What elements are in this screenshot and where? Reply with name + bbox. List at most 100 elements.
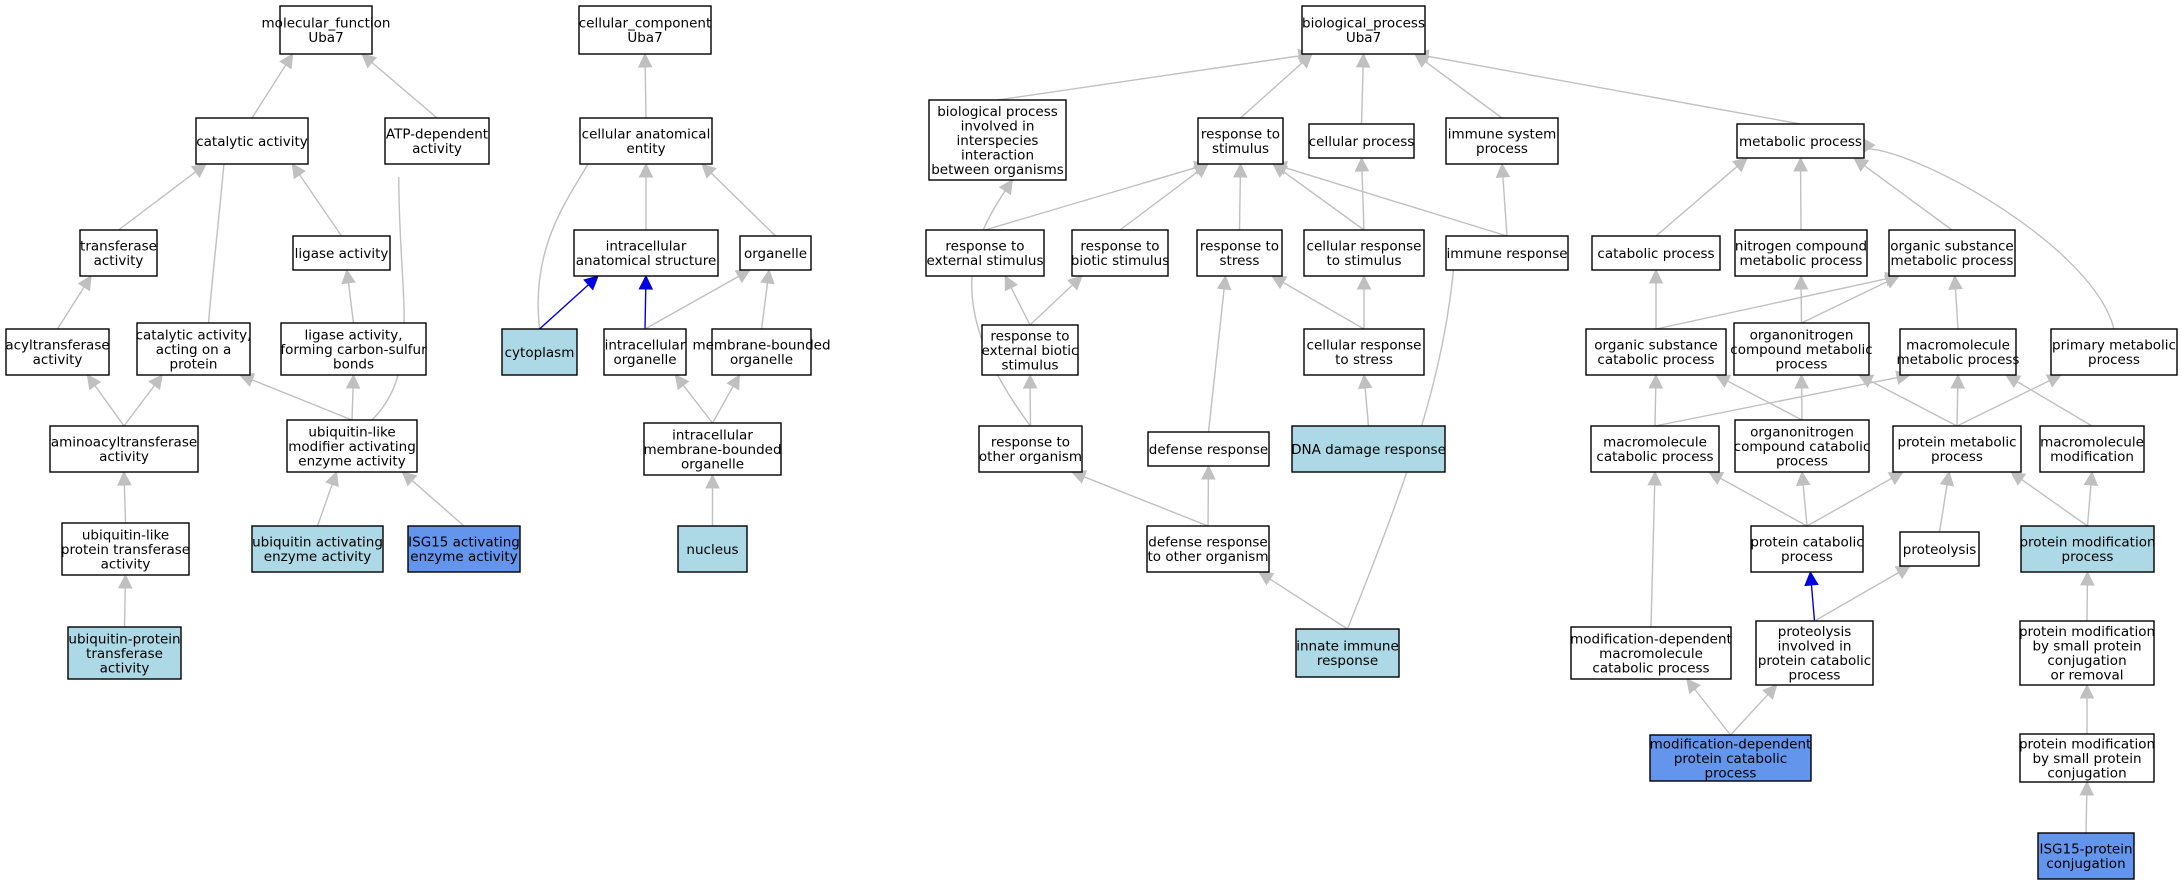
edge-cyto-to-ias [539, 275, 599, 330]
node-label-line: Uba7 [1346, 30, 1381, 46]
edge-iorg-to-org [644, 269, 751, 330]
edge-cellp-to-bp [1355, 52, 1371, 125]
node-label-line: cellular response [1307, 239, 1422, 255]
node-label-line: interspecies [957, 133, 1039, 149]
go-term-node-defresp[interactable]: defense response [1147, 431, 1270, 467]
edge-onccp-to-oscp [1715, 374, 1803, 421]
node-box [1295, 628, 1400, 678]
go-term-node-metab[interactable]: metabolic process [1736, 123, 1865, 159]
node-box [1734, 419, 1870, 473]
go-term-node-cellp[interactable]: cellular process [1308, 123, 1415, 159]
edge-protmp-to-pmp [1956, 374, 2063, 427]
edge-mbo-to-org [760, 268, 775, 330]
go-term-node-dnadmg[interactable]: DNA damage response [1291, 425, 1446, 473]
go-term-node-cyto[interactable]: cytoplasm [501, 328, 578, 376]
node-label-line: macromolecule [2040, 435, 2144, 451]
node-label-line: response to [990, 328, 1069, 344]
go-term-node-cat[interactable]: catalytic activity [195, 117, 309, 165]
edge-ubact-to-ublmod [316, 470, 339, 527]
edge-isgact-to-ublmod [401, 471, 465, 527]
node-box [1892, 425, 2022, 473]
node-label-line: acyltransferase [5, 338, 109, 354]
go-term-node-catab[interactable]: catabolic process [1591, 235, 1721, 271]
node-label-line: metabolic process [1739, 134, 1862, 150]
node-label-line: involved in [961, 118, 1035, 134]
edge-org-to-cae [701, 163, 776, 237]
node-label-line: process [1476, 141, 1528, 157]
node-label-line: process [1781, 549, 1833, 565]
node-label-line: molecular_function [262, 16, 391, 32]
edge-oncmp-to-ncmp [1793, 274, 1809, 324]
edge-cae-to-cc [637, 52, 653, 119]
edge-immsys-to-bp [1414, 53, 1503, 119]
edge-crstress-to-rstress [1271, 275, 1365, 330]
node-box [1445, 235, 1569, 271]
go-term-node-mdmcp[interactable]: modification-dependentmacromoleculecatab… [1570, 626, 1732, 680]
go-term-node-lig[interactable]: ligase activity [292, 235, 391, 271]
node-label-line: by small protein [2032, 751, 2141, 767]
node-label-line: enzyme activity [264, 549, 371, 565]
node-box [2019, 620, 2155, 686]
edge-mcp-to-oscp [1648, 373, 1664, 427]
go-term-node-nuc[interactable]: nucleus [677, 525, 748, 573]
node-label-line: conjugation [2046, 856, 2125, 872]
go-term-node-ligcs[interactable]: ligase activity,forming carbon-sulfurbon… [280, 322, 427, 376]
node-label-line: cellular response [1307, 338, 1422, 354]
node-box [928, 99, 1067, 181]
go-term-node-immresp[interactable]: immune response [1445, 235, 1569, 271]
node-label-line: organelle [730, 352, 793, 368]
edge-oscp-to-osmp [1655, 271, 1901, 330]
go-term-node-org[interactable]: organelle [739, 235, 812, 271]
node-label-line: process [1776, 453, 1828, 469]
go-term-node-proteol[interactable]: proteolysis [1899, 531, 1980, 567]
node-box [286, 419, 418, 473]
